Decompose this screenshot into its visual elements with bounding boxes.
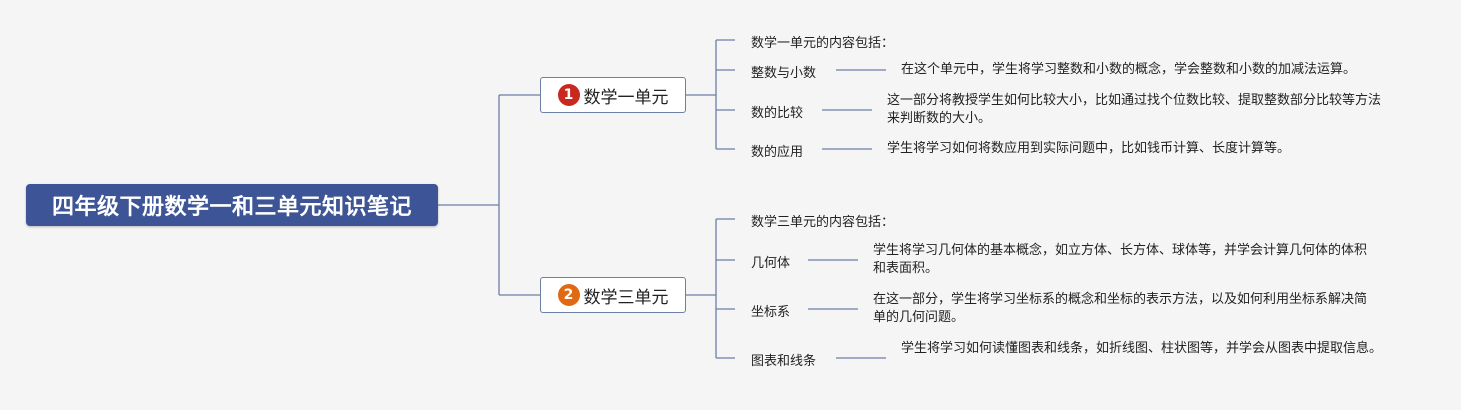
- note-integers-decimals[interactable]: 在这个单元中，学生将学习整数和小数的概念，学会整数和小数的加减法运算。: [901, 62, 1357, 77]
- root-topic[interactable]: 四年级下册数学一和三单元知识笔记: [26, 184, 438, 226]
- note-coordinate-system[interactable]: 在这一部分，学生将学习坐标系的概念和坐标的表示方法，以及如何利用坐标系解决简单的…: [873, 292, 1368, 325]
- topic-integers-decimals[interactable]: 整数与小数: [751, 66, 817, 81]
- note-number-compare[interactable]: 这一部分将教授学生如何比较大小，比如通过找个位数比较、提取整数部分比较等方法来判…: [887, 93, 1382, 126]
- branch1-connector: [686, 39, 735, 150]
- number-badge-1: 1: [557, 84, 580, 106]
- branch-label: 数学三单元: [583, 287, 669, 308]
- branch-unit-3[interactable]: 2 数学三单元: [540, 277, 686, 313]
- branch-unit-1[interactable]: 1 数学一单元: [540, 77, 686, 113]
- branch2-connector: [686, 218, 735, 359]
- topic-solids[interactable]: 几何体: [751, 256, 791, 271]
- branch-label: 数学一单元: [583, 87, 669, 108]
- note-charts-lines[interactable]: 学生将学习如何读懂图表和线条，如折线图、柱状图等，并学会从图表中提取信息。: [901, 341, 1383, 356]
- topic-number-application[interactable]: 数的应用: [751, 145, 804, 160]
- intro-unit-1[interactable]: 数学一单元的内容包括：: [751, 36, 895, 51]
- note-solids[interactable]: 学生将学习几何体的基本概念，如立方体、长方体、球体等，并学会计算几何体的体积和表…: [873, 243, 1368, 276]
- topic-charts-lines[interactable]: 图表和线条: [751, 354, 817, 369]
- intro-unit-3[interactable]: 数学三单元的内容包括：: [751, 215, 895, 230]
- number-badge-2: 2: [557, 284, 580, 306]
- note-number-application[interactable]: 学生将学习如何将数应用到实际问题中，比如钱币计算、长度计算等。: [887, 141, 1291, 156]
- topic-coordinate-system[interactable]: 坐标系: [751, 305, 791, 320]
- root-connector: [438, 94, 540, 296]
- topic-number-compare[interactable]: 数的比较: [751, 106, 804, 121]
